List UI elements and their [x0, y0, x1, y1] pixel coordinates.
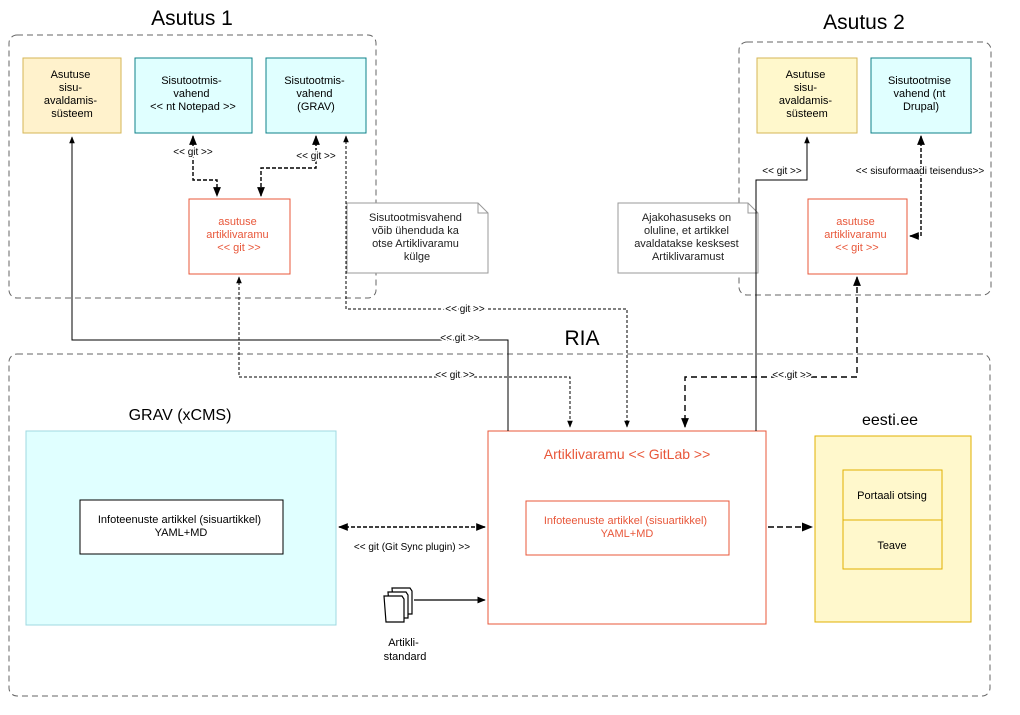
gitlab-article-line2: YAML+MD [601, 528, 654, 540]
note1-line1: Sisutootmisvahend [369, 212, 462, 224]
svg-text:Ajakohasuseks on oluline,: Ajakohasuseks on oluline, et artikkel av… [634, 212, 742, 263]
grav-tool-line2: vahend [296, 88, 332, 100]
asutus2-repo-box [807, 198, 908, 275]
svg-text:Asutuse sisu- avaldami: Asutuse sisu- avaldamis- süsteem [779, 69, 835, 120]
grav-tool-repo-connector [257, 135, 320, 197]
drupal-repo-connector [909, 135, 925, 240]
svg-text:Artikli- standard: Artikli- standard [384, 637, 427, 663]
gitlab-to-asutus2-publish-connector [755, 136, 810, 431]
asutus1-repo-line2: artiklivaramu [206, 229, 268, 241]
note2-line2: oluline, et artikkel [644, 225, 729, 237]
asutus2-publish-line1: Asutuse [786, 69, 826, 81]
git-label-grav-tool: << git >> [296, 151, 336, 162]
git-label-asutus2-publish: << git >> [762, 166, 802, 177]
asutus1-tool-notepad-box [134, 57, 253, 134]
grav-article-line1: Infoteenuste artikkel (sisuartikkel) [98, 514, 261, 526]
gitlab-article-line1: Infoteenuste artikkel (sisuartikkel) [544, 515, 707, 527]
asutus1-publish-line3: avaldamis- [44, 95, 98, 107]
asutus1-tool-grav-box [265, 57, 367, 134]
asutus2-publish-line4: süsteem [786, 108, 828, 120]
asutus1-repo-box [188, 198, 291, 275]
svg-text:Asutuse sisu- avaldami: Asutuse sisu- avaldamis- süsteem [44, 69, 100, 120]
grav-article-line2: YAML+MD [155, 527, 208, 539]
asutus1-group [8, 34, 377, 299]
gitlab-title: Artiklivaramu << GitLab >> [544, 446, 711, 462]
asutus2-title: Asutus 2 [823, 11, 905, 34]
note1-line2: võib ühenduda ka [372, 225, 460, 237]
asutus1-repo-gitlab-connector [236, 276, 573, 428]
svg-text:Sisutootmise vahend (nt: Sisutootmise vahend (nt Drupal) [888, 75, 954, 113]
asutus2-repo-line2: artiklivaramu [824, 229, 886, 241]
note2-line4: Artiklivaramust [652, 251, 724, 263]
asutus1-repo-line1: asutuse [218, 216, 257, 228]
svg-text:asutuse artiklivaramu: asutuse artiklivaramu << git >> [824, 216, 889, 254]
note1-line4: külge [404, 251, 430, 263]
eesti-info-box [842, 519, 943, 570]
drupal-line1: Sisutootmise [888, 75, 951, 87]
grav-tool-line3: (GRAV) [297, 101, 335, 113]
asutus1-publish-system-box [22, 57, 122, 134]
svg-text:asutuse artiklivaramu: asutuse artiklivaramu << git >> [206, 216, 271, 254]
notepad-line1: Sisutootmis- [161, 75, 222, 87]
drupal-line2: vahend (nt [893, 88, 945, 100]
eesti-search-label: Portaali otsing [857, 490, 927, 502]
eesti-info-label: Teave [877, 540, 906, 552]
asutus2-tool-drupal-box [870, 57, 972, 134]
gitlab-article-box [525, 500, 730, 556]
asutus2-publish-line3: avaldamis- [779, 95, 833, 107]
git-sync-label: << git (Git Sync plugin) >> [354, 542, 470, 553]
git-label-low: << git >> [435, 370, 475, 381]
standard-line2: standard [384, 651, 427, 663]
asutus2-group [738, 41, 992, 296]
notepad-repo-connector [189, 135, 221, 197]
asutus1-publish-line4: süsteem [51, 108, 93, 120]
git-label-notepad: << git >> [173, 147, 213, 158]
asutus1-title: Asutus 1 [151, 7, 233, 30]
drupal-line3: Drupal) [903, 101, 939, 113]
svg-text:Infoteenuste artikkel (sisuart: Infoteenuste artikkel (sisuartikkel) YAM… [544, 515, 710, 540]
standard-line1: Artikli- [388, 637, 419, 649]
grav-xcms-title: GRAV (xCMS) [129, 407, 232, 424]
note2-line3: avaldatakse kesksest [634, 238, 739, 250]
asutus2-publish-system-box [756, 57, 858, 134]
note1-line3: otse Artiklivaramu [372, 238, 459, 250]
svg-text:Sisutootmis- vahend <<: Sisutootmis- vahend << nt Notepad >> [150, 75, 236, 113]
document-stack-icon [383, 587, 413, 623]
eesti-search-box [842, 469, 943, 521]
grav-tool-gitlab-connector [343, 135, 630, 428]
ria-title: RIA [564, 327, 599, 350]
asutus2-repo-line3: << git >> [835, 242, 878, 254]
note2-line1: Ajakohasuseks on [642, 212, 731, 224]
grav-tool-line1: Sisutootmis- [284, 75, 345, 87]
asutus2-repo-line1: asutuse [836, 216, 875, 228]
asutus1-publish-line2: sisu- [59, 82, 83, 94]
format-conversion-label: << sisuformaadi teisendus>> [856, 166, 985, 177]
svg-text:Infoteenuste artikkel (sisuart: Infoteenuste artikkel (sisuartikkel) YAM… [98, 514, 264, 539]
svg-text:Sisutootmis- vahend (G: Sisutootmis- vahend (GRAV) [284, 75, 348, 113]
grav-article-box [79, 499, 284, 555]
eesti-title: eesti.ee [862, 412, 918, 429]
git-label-right: << git >> [772, 370, 812, 381]
asutus2-publish-line2: sisu- [794, 82, 818, 94]
git-label-top: << git >> [445, 304, 485, 315]
gitlab-to-asutus1-publish-connector [69, 136, 509, 431]
asutus2-repo-gitlab-connector [681, 276, 861, 428]
asutus1-repo-line3: << git >> [217, 242, 260, 254]
notepad-line2: vahend [173, 88, 209, 100]
notepad-line3: << nt Notepad >> [150, 101, 236, 113]
asutus1-publish-line1: Asutuse [51, 69, 91, 81]
git-label-top-mid: << git >> [440, 333, 480, 344]
